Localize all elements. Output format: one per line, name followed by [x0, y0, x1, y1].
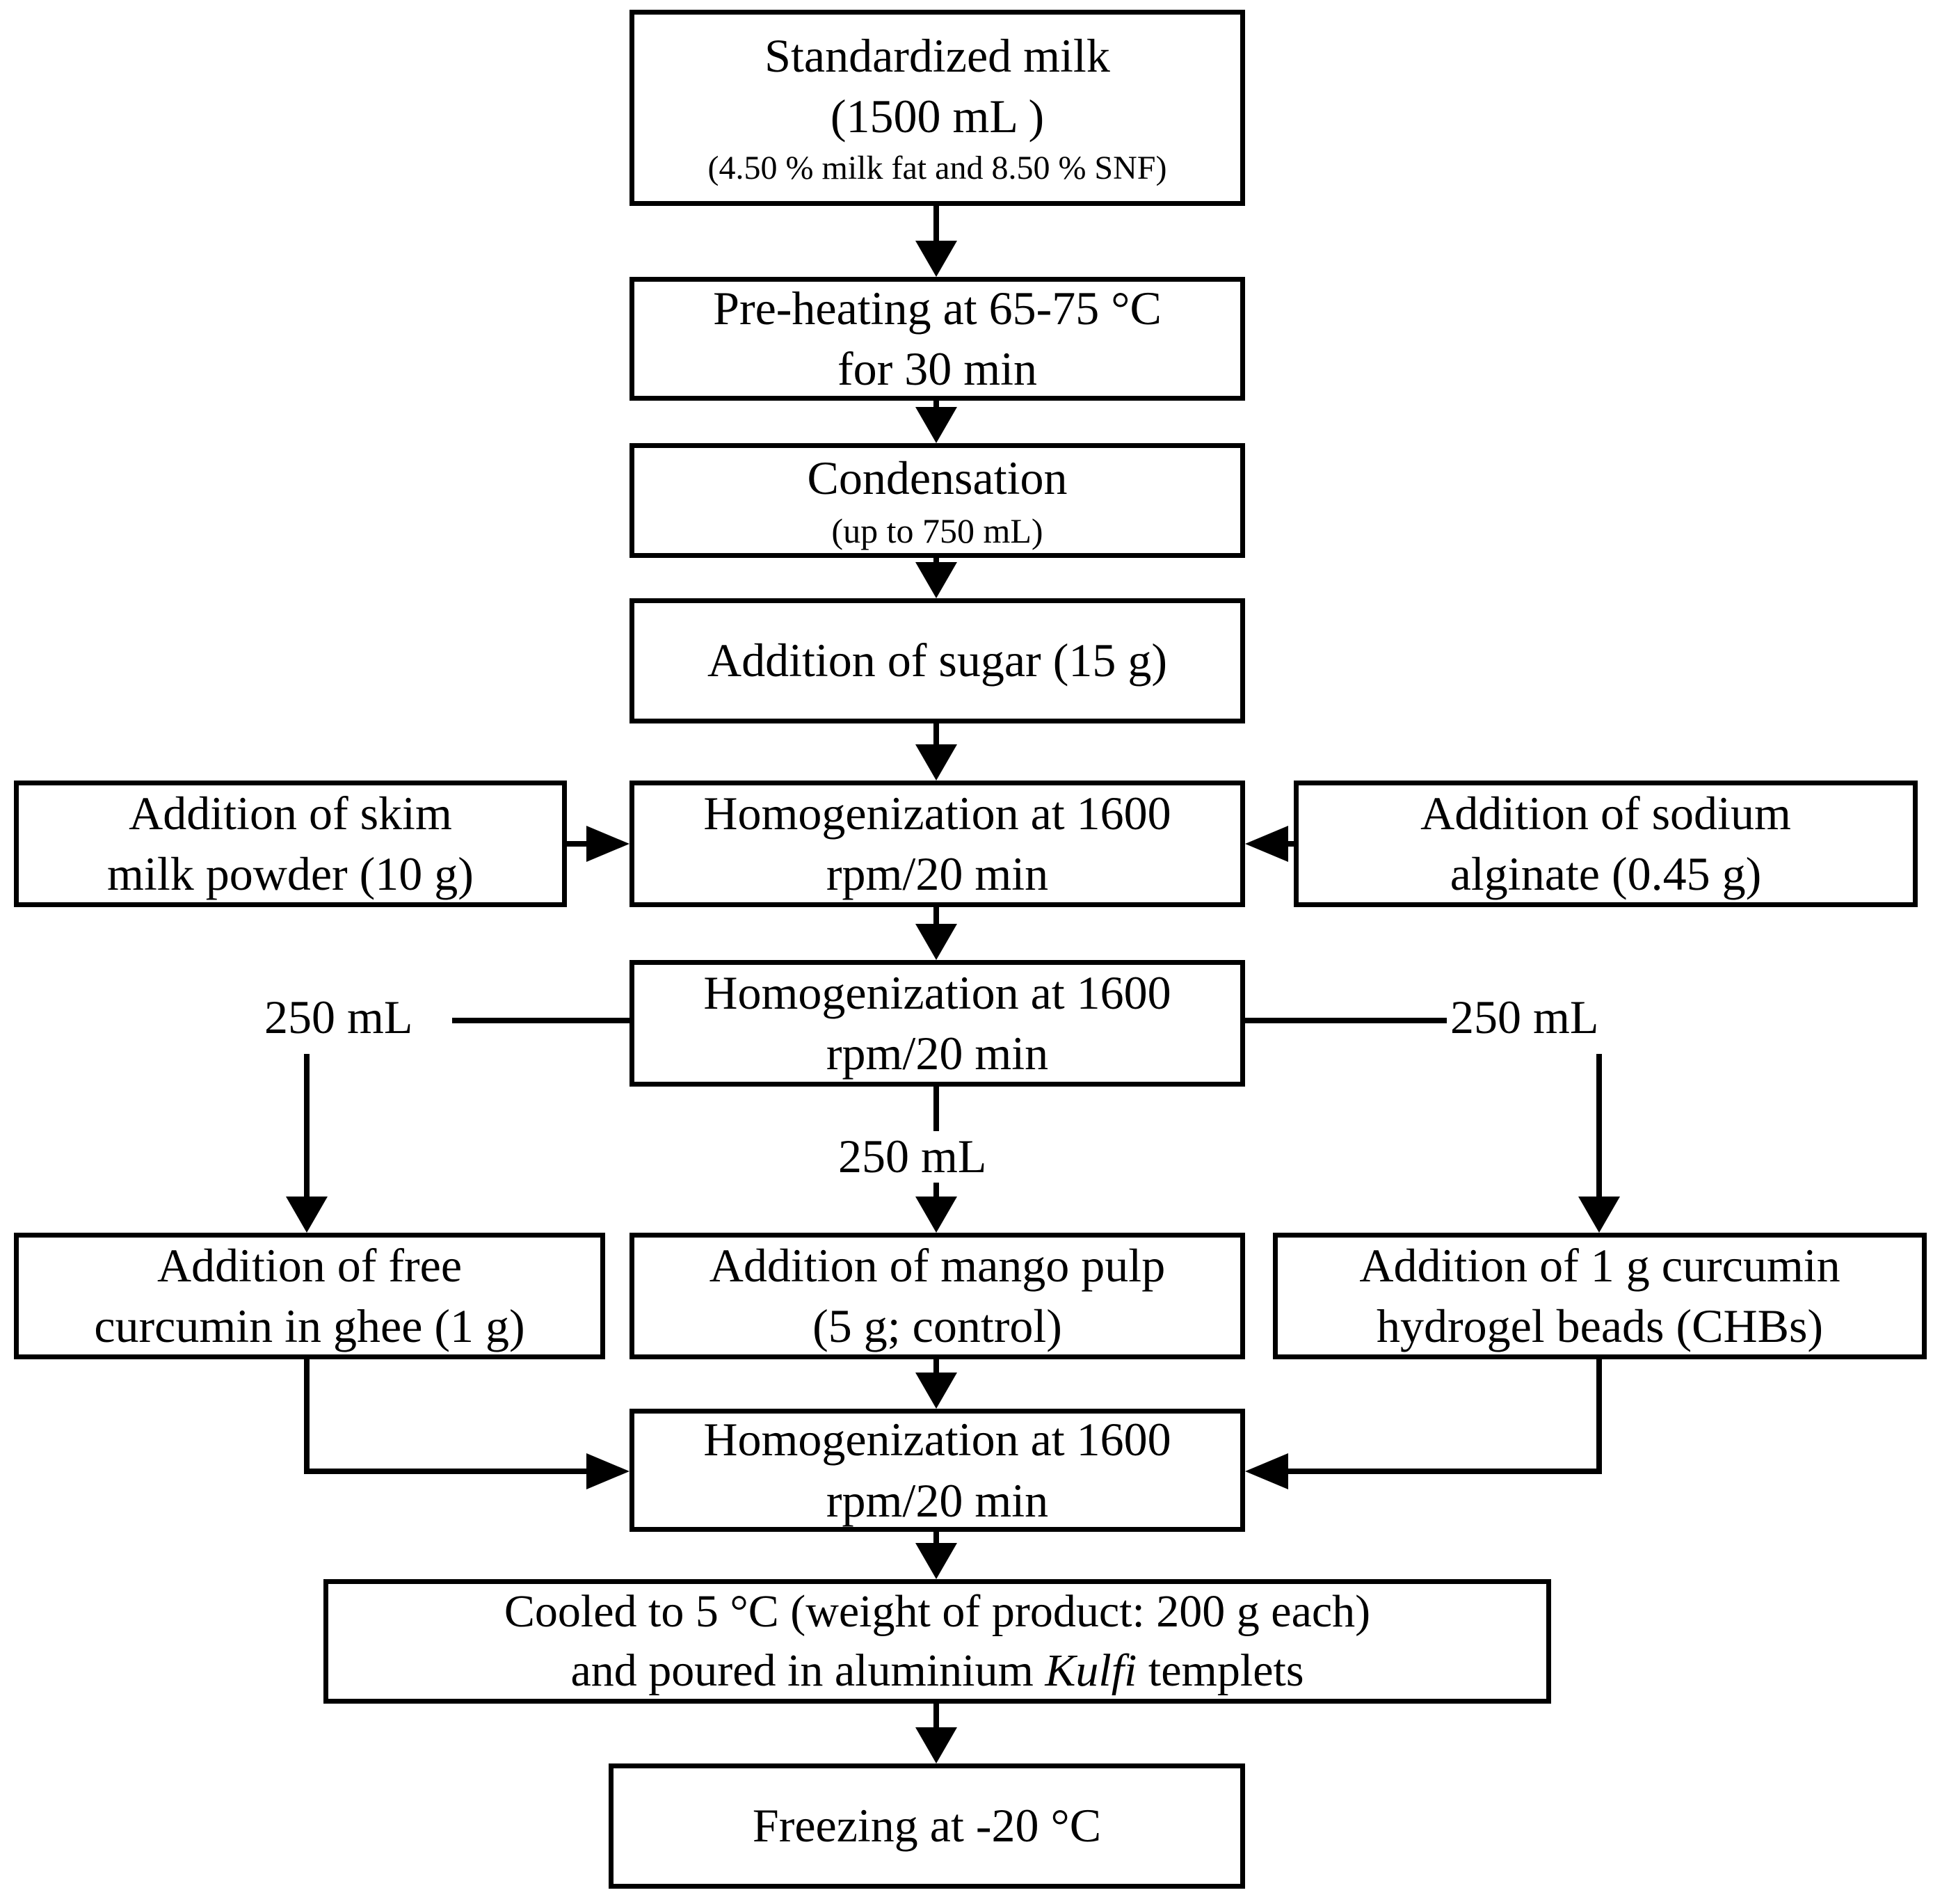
connector-homog2-to-right-label	[1245, 1018, 1447, 1023]
standardized-milk-line2: (1500 mL )	[830, 90, 1045, 143]
box-cooled: Cooled to 5 °C (weight of product: 200 g…	[323, 1579, 1551, 1704]
sodium-alginate-line1: Addition of sodium	[1420, 786, 1791, 840]
box-condensation: Condensation (up to 750 mL)	[629, 443, 1245, 558]
arrow-curcumin-to-homog3-vline	[304, 1359, 310, 1474]
connector-homog2-to-left-label	[452, 1018, 629, 1023]
arrow-curcumin-to-homog3-head	[586, 1453, 629, 1489]
arrow-preheat-to-condensation-line	[933, 399, 939, 407]
skim-milk-line1: Addition of skim	[129, 786, 452, 840]
arrow-homog2-to-mango-line-lower	[933, 1183, 939, 1197]
arrow-right-label-to-chb-head	[1578, 1197, 1620, 1233]
box-skim-milk-powder: Addition of skim milk powder (10 g)	[14, 781, 567, 907]
arrow-milk-to-preheat-line	[933, 206, 939, 241]
arrow-skim-to-homog1-line	[567, 841, 586, 847]
box-sugar: Addition of sugar (15 g)	[629, 598, 1245, 723]
arrow-homog3-to-cooled-head	[915, 1543, 957, 1579]
arrow-cooled-to-freezing-line	[933, 1704, 939, 1727]
box-homogenization-3: Homogenization at 1600 rpm/20 min	[629, 1409, 1245, 1532]
sugar-line1: Addition of sugar (15 g)	[707, 634, 1167, 687]
homogenization-2-line1: Homogenization at 1600	[703, 966, 1171, 1019]
arrow-condensation-to-sugar-line	[933, 557, 939, 562]
box-freezing: Freezing at -20 °C	[609, 1763, 1245, 1889]
label-volume-right: 250 mL	[1450, 991, 1599, 1043]
box-standardized-milk: Standardized milk (1500 mL ) (4.50 % mil…	[629, 10, 1245, 206]
arrow-homog2-to-mango-line-upper	[933, 1087, 939, 1131]
cooled-line2-post: templets	[1137, 1645, 1304, 1696]
box-mango-pulp: Addition of mango pulp (5 g; control)	[629, 1233, 1245, 1359]
mango-pulp-line1: Addition of mango pulp	[709, 1238, 1166, 1292]
preheating-line2: for 30 min	[837, 342, 1038, 395]
arrow-preheat-to-condensation-head	[915, 407, 957, 443]
box-free-curcumin: Addition of free curcumin in ghee (1 g)	[14, 1233, 605, 1359]
arrow-right-label-to-chb-line	[1596, 1054, 1602, 1198]
chb-line1: Addition of 1 g curcumin	[1359, 1238, 1840, 1292]
skim-milk-line2: milk powder (10 g)	[107, 847, 474, 900]
standardized-milk-line3: (4.50 % milk fat and 8.50 % SNF)	[707, 150, 1167, 187]
box-curcumin-hydrogel-beads: Addition of 1 g curcumin hydrogel beads …	[1273, 1233, 1927, 1359]
arrow-milk-to-preheat-head	[915, 241, 957, 277]
condensation-line2: (up to 750 mL)	[831, 511, 1043, 551]
homogenization-1-line2: rpm/20 min	[826, 847, 1049, 900]
box-homogenization-1: Homogenization at 1600 rpm/20 min	[629, 781, 1245, 907]
cooled-line1: Cooled to 5 °C (weight of product: 200 g…	[504, 1586, 1371, 1638]
preheating-line1: Pre-heating at 65-75 °C	[713, 281, 1162, 335]
box-sodium-alginate: Addition of sodium alginate (0.45 g)	[1294, 781, 1918, 907]
homogenization-1-line1: Homogenization at 1600	[703, 786, 1171, 840]
arrow-homog1-to-homog2-head	[915, 924, 957, 960]
homogenization-3-line1: Homogenization at 1600	[703, 1413, 1171, 1466]
box-preheating: Pre-heating at 65-75 °C for 30 min	[629, 277, 1245, 401]
label-volume-center: 250 mL	[838, 1130, 987, 1183]
mango-pulp-line2: (5 g; control)	[812, 1299, 1062, 1352]
label-volume-left: 250 mL	[264, 991, 413, 1043]
arrow-homog1-to-homog2-line	[933, 907, 939, 924]
freezing-line1: Freezing at -20 °C	[752, 1799, 1102, 1853]
arrow-mango-to-homog3-head	[915, 1373, 957, 1409]
arrow-sugar-to-homog1-head	[915, 744, 957, 781]
cooled-line2: and poured in aluminium Kulfi templets	[570, 1642, 1304, 1700]
arrow-chb-to-homog3-vline	[1596, 1359, 1602, 1474]
arrow-homog2-to-mango-head	[915, 1197, 957, 1233]
box-homogenization-2: Homogenization at 1600 rpm/20 min	[629, 960, 1245, 1087]
cooled-line2-italic: Kulfi	[1045, 1645, 1137, 1696]
arrow-curcumin-to-homog3-hline	[304, 1469, 588, 1474]
sodium-alginate-line2: alginate (0.45 g)	[1450, 847, 1762, 900]
arrow-left-label-to-curcumin-line	[304, 1054, 310, 1198]
chb-line2: hydrogel beads (CHBs)	[1376, 1299, 1824, 1352]
arrow-alginate-to-homog1-line	[1288, 841, 1294, 847]
arrow-homog3-to-cooled-line	[933, 1532, 939, 1543]
cooled-line2-pre: and poured in aluminium	[570, 1645, 1045, 1696]
arrow-cooled-to-freezing-head	[915, 1727, 957, 1763]
standardized-milk-line1: Standardized milk	[764, 29, 1110, 83]
arrow-sugar-to-homog1-line	[933, 722, 939, 744]
arrow-skim-to-homog1-head	[586, 826, 629, 862]
free-curcumin-line2: curcumin in ghee (1 g)	[94, 1299, 525, 1352]
arrow-mango-to-homog3-line	[933, 1359, 939, 1373]
homogenization-3-line2: rpm/20 min	[826, 1473, 1049, 1527]
arrow-chb-to-homog3-head	[1245, 1453, 1288, 1489]
condensation-line1: Condensation	[807, 451, 1068, 504]
free-curcumin-line1: Addition of free	[157, 1238, 463, 1292]
arrow-left-label-to-curcumin-head	[286, 1197, 328, 1233]
arrow-condensation-to-sugar-head	[915, 562, 957, 598]
arrow-chb-to-homog3-hline	[1288, 1469, 1602, 1474]
arrow-alginate-to-homog1-head	[1245, 826, 1288, 862]
homogenization-2-line2: rpm/20 min	[826, 1027, 1049, 1080]
